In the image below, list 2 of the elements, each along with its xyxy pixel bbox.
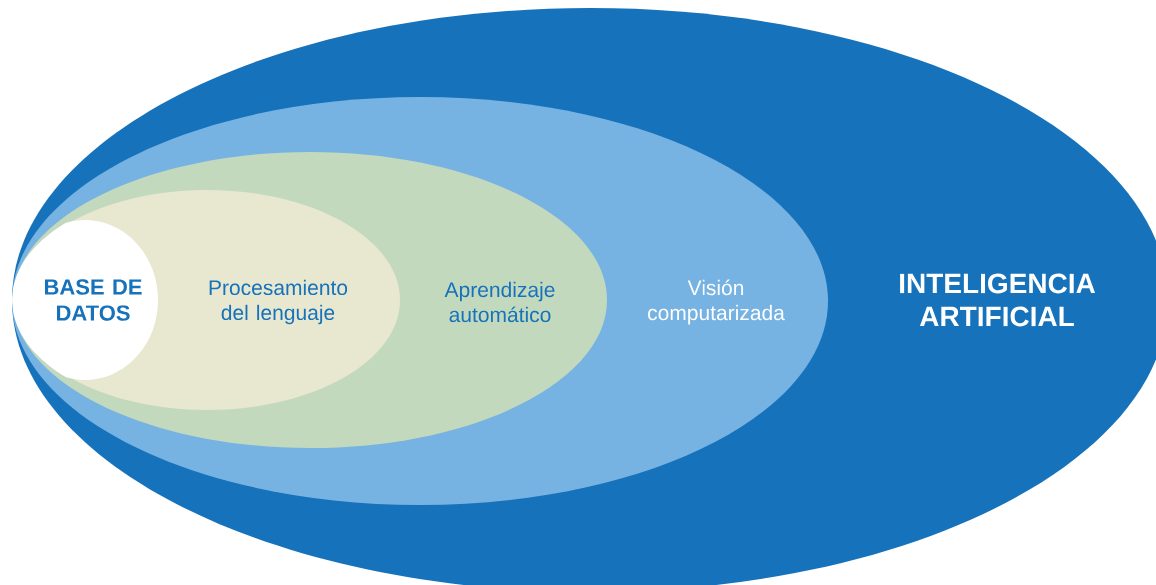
ellipse-region: BASE DE DATOS [12, 220, 158, 380]
node-label: BASE DE DATOS [44, 279, 142, 321]
